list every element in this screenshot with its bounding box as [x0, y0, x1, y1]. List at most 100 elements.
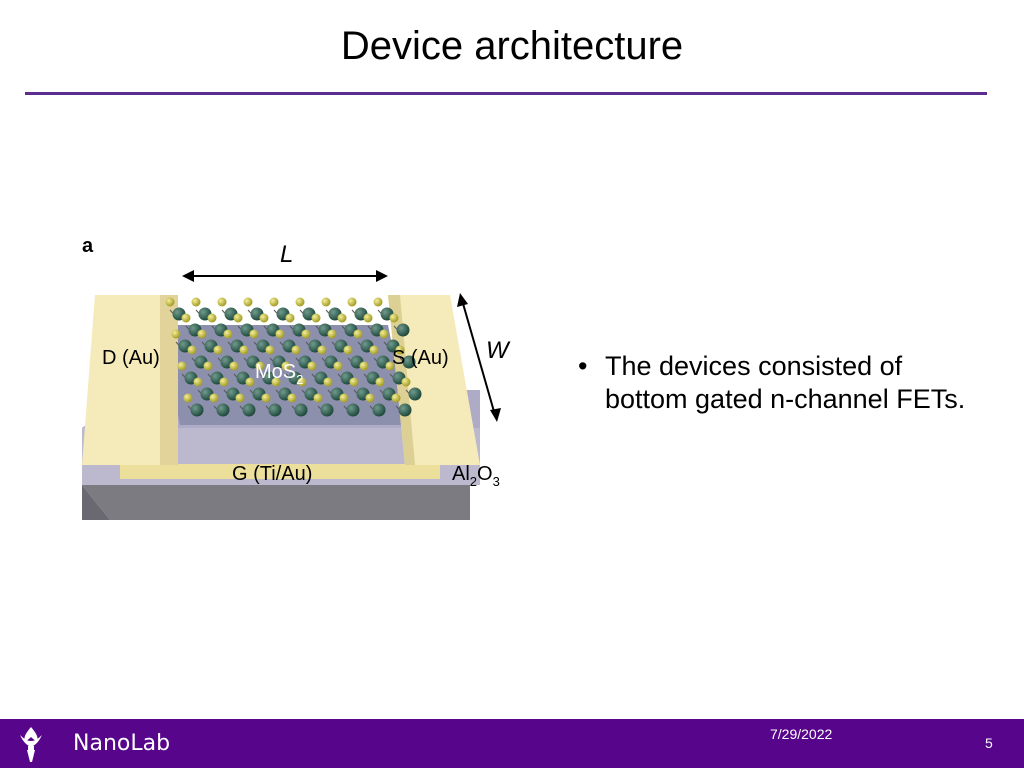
sulfur-atom	[395, 345, 405, 355]
bullet-item: • The devices consisted of bottom gated …	[578, 350, 978, 416]
torch-icon	[14, 725, 48, 768]
molybdenum-atom	[402, 355, 416, 369]
sulfur-atom	[291, 345, 301, 355]
gate-electrode	[120, 464, 440, 479]
sulfur-atom	[217, 297, 227, 307]
molybdenum-atom	[242, 403, 256, 417]
sulfur-atom	[171, 329, 181, 339]
sulfur-atom	[243, 297, 253, 307]
molybdenum-atom	[216, 403, 230, 417]
molybdenum-atom	[320, 403, 334, 417]
sulfur-atom	[287, 393, 297, 403]
sulfur-atom	[219, 377, 229, 387]
sulfur-atom	[233, 313, 243, 323]
footer-date: 7/29/2022	[770, 726, 833, 742]
sulfur-atom	[261, 393, 271, 403]
sulfur-atom	[321, 297, 331, 307]
sulfur-atom	[389, 313, 399, 323]
sulfur-atom	[313, 393, 323, 403]
sulfur-atom	[213, 345, 223, 355]
bullet-text: The devices consisted of bottom gated n-…	[605, 351, 966, 414]
sulfur-atom	[339, 393, 349, 403]
sulfur-atom	[269, 297, 279, 307]
sulfur-atom	[203, 361, 213, 371]
sulfur-atom	[197, 329, 207, 339]
sulfur-atom	[255, 361, 265, 371]
channel-label: MoS2	[255, 361, 303, 387]
dielectric-label: Al2O3	[452, 463, 500, 489]
bullet-marker: •	[578, 351, 588, 381]
sulfur-atom	[337, 313, 347, 323]
mos2-atom-lattice	[165, 297, 422, 417]
sulfur-atom	[301, 329, 311, 339]
sulfur-atom	[281, 361, 291, 371]
panel-label: a	[82, 235, 94, 257]
bullet-list: • The devices consisted of bottom gated …	[578, 350, 978, 416]
sulfur-atom	[317, 345, 327, 355]
sulfur-atom	[363, 313, 373, 323]
sulfur-atom	[235, 393, 245, 403]
sulfur-atom	[177, 361, 187, 371]
sulfur-atom	[271, 377, 281, 387]
sulfur-atom	[207, 313, 217, 323]
sulfur-atom	[385, 361, 395, 371]
device-schematic-figure: a L W D (Au) S (Au) MoS2 G (Ti/	[70, 230, 530, 530]
substrate-layer	[82, 485, 470, 520]
sulfur-atom	[333, 361, 343, 371]
sulfur-atom	[311, 313, 321, 323]
drain-label: D (Au)	[102, 347, 160, 369]
gate-label: G (Ti/Au)	[232, 463, 312, 485]
sulfur-atom	[259, 313, 269, 323]
sulfur-atom	[373, 297, 383, 307]
sulfur-atom	[349, 377, 359, 387]
sulfur-atom	[401, 377, 411, 387]
sulfur-atom	[347, 297, 357, 307]
width-label: W	[486, 337, 511, 364]
sulfur-atom	[369, 345, 379, 355]
sulfur-atom	[265, 345, 275, 355]
molybdenum-atom	[294, 403, 308, 417]
title-divider	[25, 92, 987, 95]
length-label: L	[280, 241, 293, 268]
molybdenum-atom	[396, 323, 410, 337]
sulfur-atom	[229, 361, 239, 371]
width-arrow	[461, 299, 496, 416]
sulfur-atom	[295, 297, 305, 307]
device-schematic: a L W D (Au) S (Au) MoS2 G (Ti/	[82, 235, 511, 520]
sulfur-atom	[285, 313, 295, 323]
sulfur-atom	[327, 329, 337, 339]
molybdenum-atom	[372, 403, 386, 417]
sulfur-atom	[297, 377, 307, 387]
sulfur-atom	[353, 329, 363, 339]
drain-contact	[82, 295, 175, 465]
sulfur-atom	[191, 297, 201, 307]
sulfur-atom	[193, 377, 203, 387]
footer-bar: NanoLab 7/29/2022 5	[0, 719, 1024, 768]
sulfur-atom	[379, 329, 389, 339]
sulfur-atom	[187, 345, 197, 355]
sulfur-atom	[239, 345, 249, 355]
sulfur-atom	[391, 393, 401, 403]
sulfur-atom	[249, 329, 259, 339]
sulfur-atom	[323, 377, 333, 387]
sulfur-atom	[343, 345, 353, 355]
footer-org-name: NanoLab	[73, 731, 171, 756]
source-label: S (Au)	[392, 347, 449, 369]
sulfur-atom	[209, 393, 219, 403]
molybdenum-atom	[346, 403, 360, 417]
slide-title: Device architecture	[340, 24, 684, 68]
sulfur-atom	[223, 329, 233, 339]
sulfur-atom	[365, 393, 375, 403]
molybdenum-atom	[268, 403, 282, 417]
sulfur-atom	[181, 313, 191, 323]
sulfur-atom	[245, 377, 255, 387]
sulfur-atom	[275, 329, 285, 339]
molybdenum-atom	[408, 387, 422, 401]
page-number: 5	[985, 735, 993, 751]
molybdenum-atom	[190, 403, 204, 417]
sulfur-atom	[165, 297, 175, 307]
sulfur-atom	[307, 361, 317, 371]
sulfur-atom	[375, 377, 385, 387]
sulfur-atom	[359, 361, 369, 371]
sulfur-atom	[183, 393, 193, 403]
